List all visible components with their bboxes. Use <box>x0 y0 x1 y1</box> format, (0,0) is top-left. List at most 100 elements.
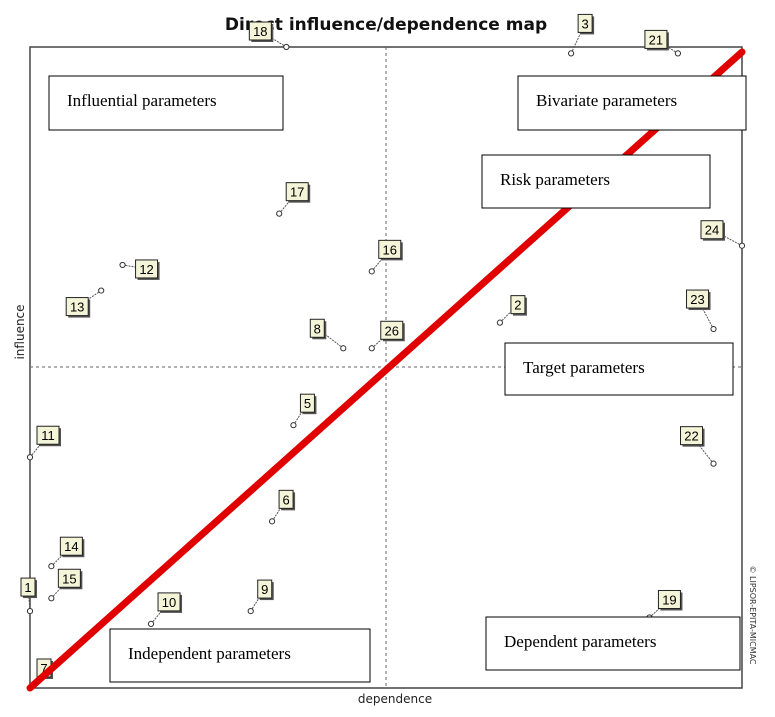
point-label-box <box>157 592 181 612</box>
point-label-box <box>65 297 89 317</box>
data-point-18: 18 <box>248 21 290 51</box>
point-marker <box>710 460 717 467</box>
data-point-5: 5 <box>290 393 317 429</box>
point-label-box <box>20 577 36 597</box>
point-marker <box>340 345 347 352</box>
point-marker <box>568 50 575 57</box>
point-label-box <box>36 425 60 445</box>
quadrant-label: Dependent parameters <box>504 632 656 651</box>
data-point-2: 2 <box>496 295 527 326</box>
point-label: 19 <box>662 592 676 607</box>
data-point-23: 23 <box>686 289 717 333</box>
point-label-box <box>680 426 704 446</box>
quadrant-label-box: Bivariate parameters <box>517 75 747 131</box>
data-point-11: 11 <box>26 425 61 461</box>
data-point-24: 24 <box>700 220 746 249</box>
point-label-box <box>686 289 710 309</box>
quadrant-label-box: Independent parameters <box>109 628 371 683</box>
point-label-box <box>309 318 325 338</box>
data-point-10: 10 <box>147 592 183 628</box>
chart-title: Direct influence/dependence map <box>225 15 547 35</box>
point-label: 23 <box>690 292 704 307</box>
point-label: 14 <box>64 539 78 554</box>
point-marker <box>26 454 34 461</box>
point-label: 13 <box>70 300 84 315</box>
point-marker <box>368 268 375 275</box>
data-point-26: 26 <box>368 320 405 352</box>
quadrant-label-box: Target parameters <box>504 342 734 396</box>
quadrant-label-box: Dependent parameters <box>485 616 741 671</box>
point-label: 26 <box>385 323 399 338</box>
point-marker <box>283 43 290 51</box>
point-label-box <box>299 393 315 413</box>
leader-line <box>371 249 391 272</box>
point-label-box <box>278 489 294 509</box>
point-label: 12 <box>139 262 153 277</box>
point-label: 22 <box>684 429 698 444</box>
quadrant-label-box: Risk parameters <box>481 154 711 209</box>
point-marker <box>26 607 34 615</box>
point-label-box <box>248 21 272 41</box>
point-marker <box>119 261 126 269</box>
point-label: 6 <box>282 492 289 507</box>
point-label-box <box>59 536 83 556</box>
point-label-box <box>57 568 81 588</box>
quadrant-box-frame <box>485 616 741 671</box>
quadrant-label: Target parameters <box>523 358 645 377</box>
quadrant-box-frame <box>517 75 747 131</box>
data-point-14: 14 <box>48 536 85 570</box>
point-label-box <box>700 220 724 240</box>
data-point-8: 8 <box>309 318 347 352</box>
point-marker <box>738 242 746 249</box>
point-label-box <box>510 295 526 315</box>
point-label: 24 <box>705 223 719 238</box>
y-axis-label: influence <box>13 304 27 359</box>
point-marker <box>276 210 283 217</box>
data-point-16: 16 <box>368 239 403 275</box>
point-label: 11 <box>41 428 55 443</box>
leader-line <box>51 545 72 567</box>
point-label-box <box>378 239 402 259</box>
quadrant-box-frame <box>109 628 371 683</box>
data-point-3: 3 <box>568 13 595 57</box>
data-point-22: 22 <box>680 426 717 467</box>
point-label-box <box>577 13 593 33</box>
data-point-13: 13 <box>65 287 105 318</box>
point-marker <box>147 620 155 628</box>
point-label-box <box>285 182 309 202</box>
point-marker <box>496 319 504 326</box>
point-label: 15 <box>62 571 76 586</box>
data-point-1: 1 <box>20 577 37 615</box>
point-label-box <box>380 320 404 340</box>
quadrant-labels: Influential parameters Bivariate paramete… <box>48 75 747 683</box>
quadrant-box-frame <box>504 342 734 396</box>
leader-line <box>278 191 298 214</box>
data-point-12: 12 <box>119 259 160 280</box>
quadrant-label: Risk parameters <box>500 170 610 189</box>
point-marker <box>98 287 105 294</box>
data-point-6: 6 <box>268 489 296 525</box>
point-label-box <box>257 579 273 599</box>
quadrant-label: Influential parameters <box>67 91 217 110</box>
point-label: 3 <box>582 16 589 31</box>
point-label: 7 <box>40 661 47 676</box>
point-marker <box>48 595 55 602</box>
data-point-21: 21 <box>644 29 682 57</box>
point-label: 5 <box>304 396 311 411</box>
point-marker <box>290 422 297 429</box>
point-marker <box>674 50 682 57</box>
point-label: 2 <box>514 298 521 313</box>
data-point-9: 9 <box>247 579 274 615</box>
point-label: 17 <box>290 185 304 200</box>
point-label: 9 <box>261 582 268 597</box>
quadrant-label: Independent parameters <box>128 644 291 663</box>
point-marker <box>368 345 375 352</box>
point-label: 10 <box>162 595 176 610</box>
leader-line <box>27 587 31 612</box>
point-label: 8 <box>314 321 321 336</box>
point-label-box <box>644 29 668 49</box>
point-label-box <box>135 259 159 279</box>
data-point-17: 17 <box>276 182 311 217</box>
point-marker <box>48 563 55 570</box>
point-label: 16 <box>383 242 397 257</box>
